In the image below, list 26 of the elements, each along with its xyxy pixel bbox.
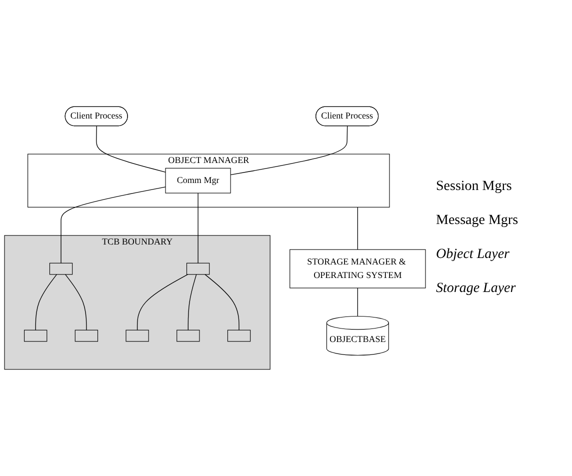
connector <box>357 288 358 317</box>
connector <box>60 186 166 264</box>
connector <box>204 274 240 330</box>
connector <box>35 274 58 330</box>
architecture-diagram: Client Process Client Process OBJECT MANAGER Comm Mgr TCB BOUNDARY STORAGE MANAGER & OPERATING SYSTEM OBJECTBASE <box>0 3 430 473</box>
node-box <box>186 262 210 275</box>
connector <box>96 126 166 172</box>
connector <box>136 274 188 330</box>
layer-label: Object Layer <box>436 247 510 263</box>
connector <box>230 126 348 176</box>
node-box <box>165 168 231 194</box>
group-label: Session Mgrs <box>436 179 513 195</box>
cluster <box>28 154 390 208</box>
group-label: Message Mgrs <box>436 213 520 229</box>
node-box <box>74 330 98 342</box>
node-box <box>227 330 251 342</box>
layer-label: Storage Layer <box>436 281 517 297</box>
cluster <box>4 235 270 370</box>
connector <box>65 274 87 330</box>
node-box <box>49 262 73 275</box>
node-box <box>176 330 200 342</box>
node-box <box>24 330 48 342</box>
connector <box>188 274 197 330</box>
node-box <box>290 249 426 288</box>
node-box <box>126 330 149 342</box>
connector <box>357 206 358 250</box>
